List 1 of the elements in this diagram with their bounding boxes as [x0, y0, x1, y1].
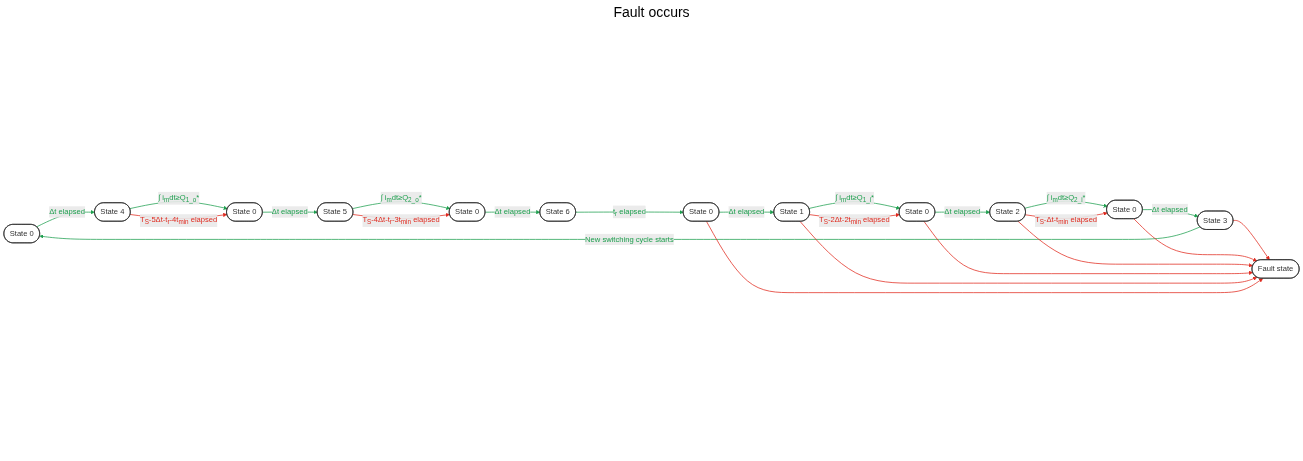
annotation-text: Fault occurs	[613, 4, 690, 20]
